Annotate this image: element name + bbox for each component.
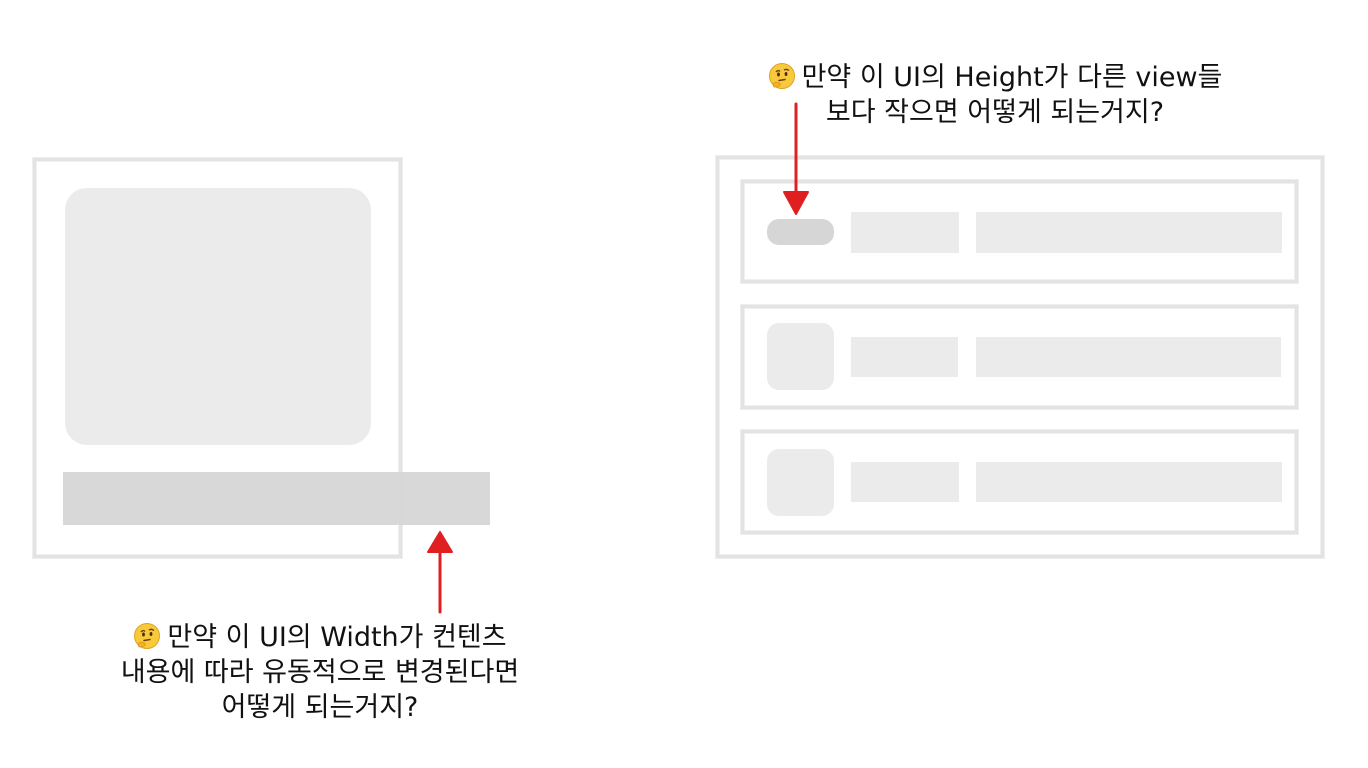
width-question-line-3: 어떻게 되는거지?	[221, 692, 419, 723]
row-thumbnail-small	[767, 219, 834, 245]
list-frame	[716, 156, 1324, 558]
row-thumbnail	[767, 323, 834, 390]
list-row	[741, 180, 1298, 283]
row-title-placeholder	[851, 462, 959, 502]
width-question-line-1: 만약 이 UI의 Width가 컨텐츠	[60, 620, 580, 655]
width-question-annotation: 만약 이 UI의 Width가 컨텐츠 내용에 따라 유동적으로 변경된다면 어…	[60, 620, 580, 725]
row-thumbnail	[767, 449, 834, 516]
height-question-annotation: 만약 이 UI의 Height가 다른 view들 보다 작으면 어떻게 되는거…	[740, 60, 1250, 130]
card-image-placeholder	[65, 188, 371, 445]
row-title-placeholder	[851, 337, 958, 377]
card-title-placeholder-overflowing	[63, 472, 490, 525]
width-question-text-1: 만약 이 UI의 Width가 컨텐츠	[167, 622, 507, 653]
row-title-placeholder	[851, 212, 959, 253]
width-question-line-2: 내용에 따라 유동적으로 변경된다면	[120, 657, 520, 688]
height-question-line-2: 보다 작으면 어떻게 되는거지?	[825, 97, 1165, 128]
card-frame	[33, 158, 402, 558]
height-question-text-1: 만약 이 UI의 Height가 다른 view들	[801, 62, 1223, 93]
width-arrow-icon	[427, 531, 453, 614]
thinking-face-icon	[134, 623, 161, 649]
list-row	[741, 305, 1298, 409]
row-subtitle-placeholder	[976, 462, 1282, 502]
row-subtitle-placeholder	[976, 212, 1282, 253]
thinking-face-icon	[768, 63, 795, 89]
height-question-line-1: 만약 이 UI의 Height가 다른 view들	[740, 60, 1250, 95]
height-arrow-icon	[783, 102, 809, 215]
list-row	[741, 430, 1298, 534]
row-subtitle-placeholder	[976, 337, 1281, 377]
